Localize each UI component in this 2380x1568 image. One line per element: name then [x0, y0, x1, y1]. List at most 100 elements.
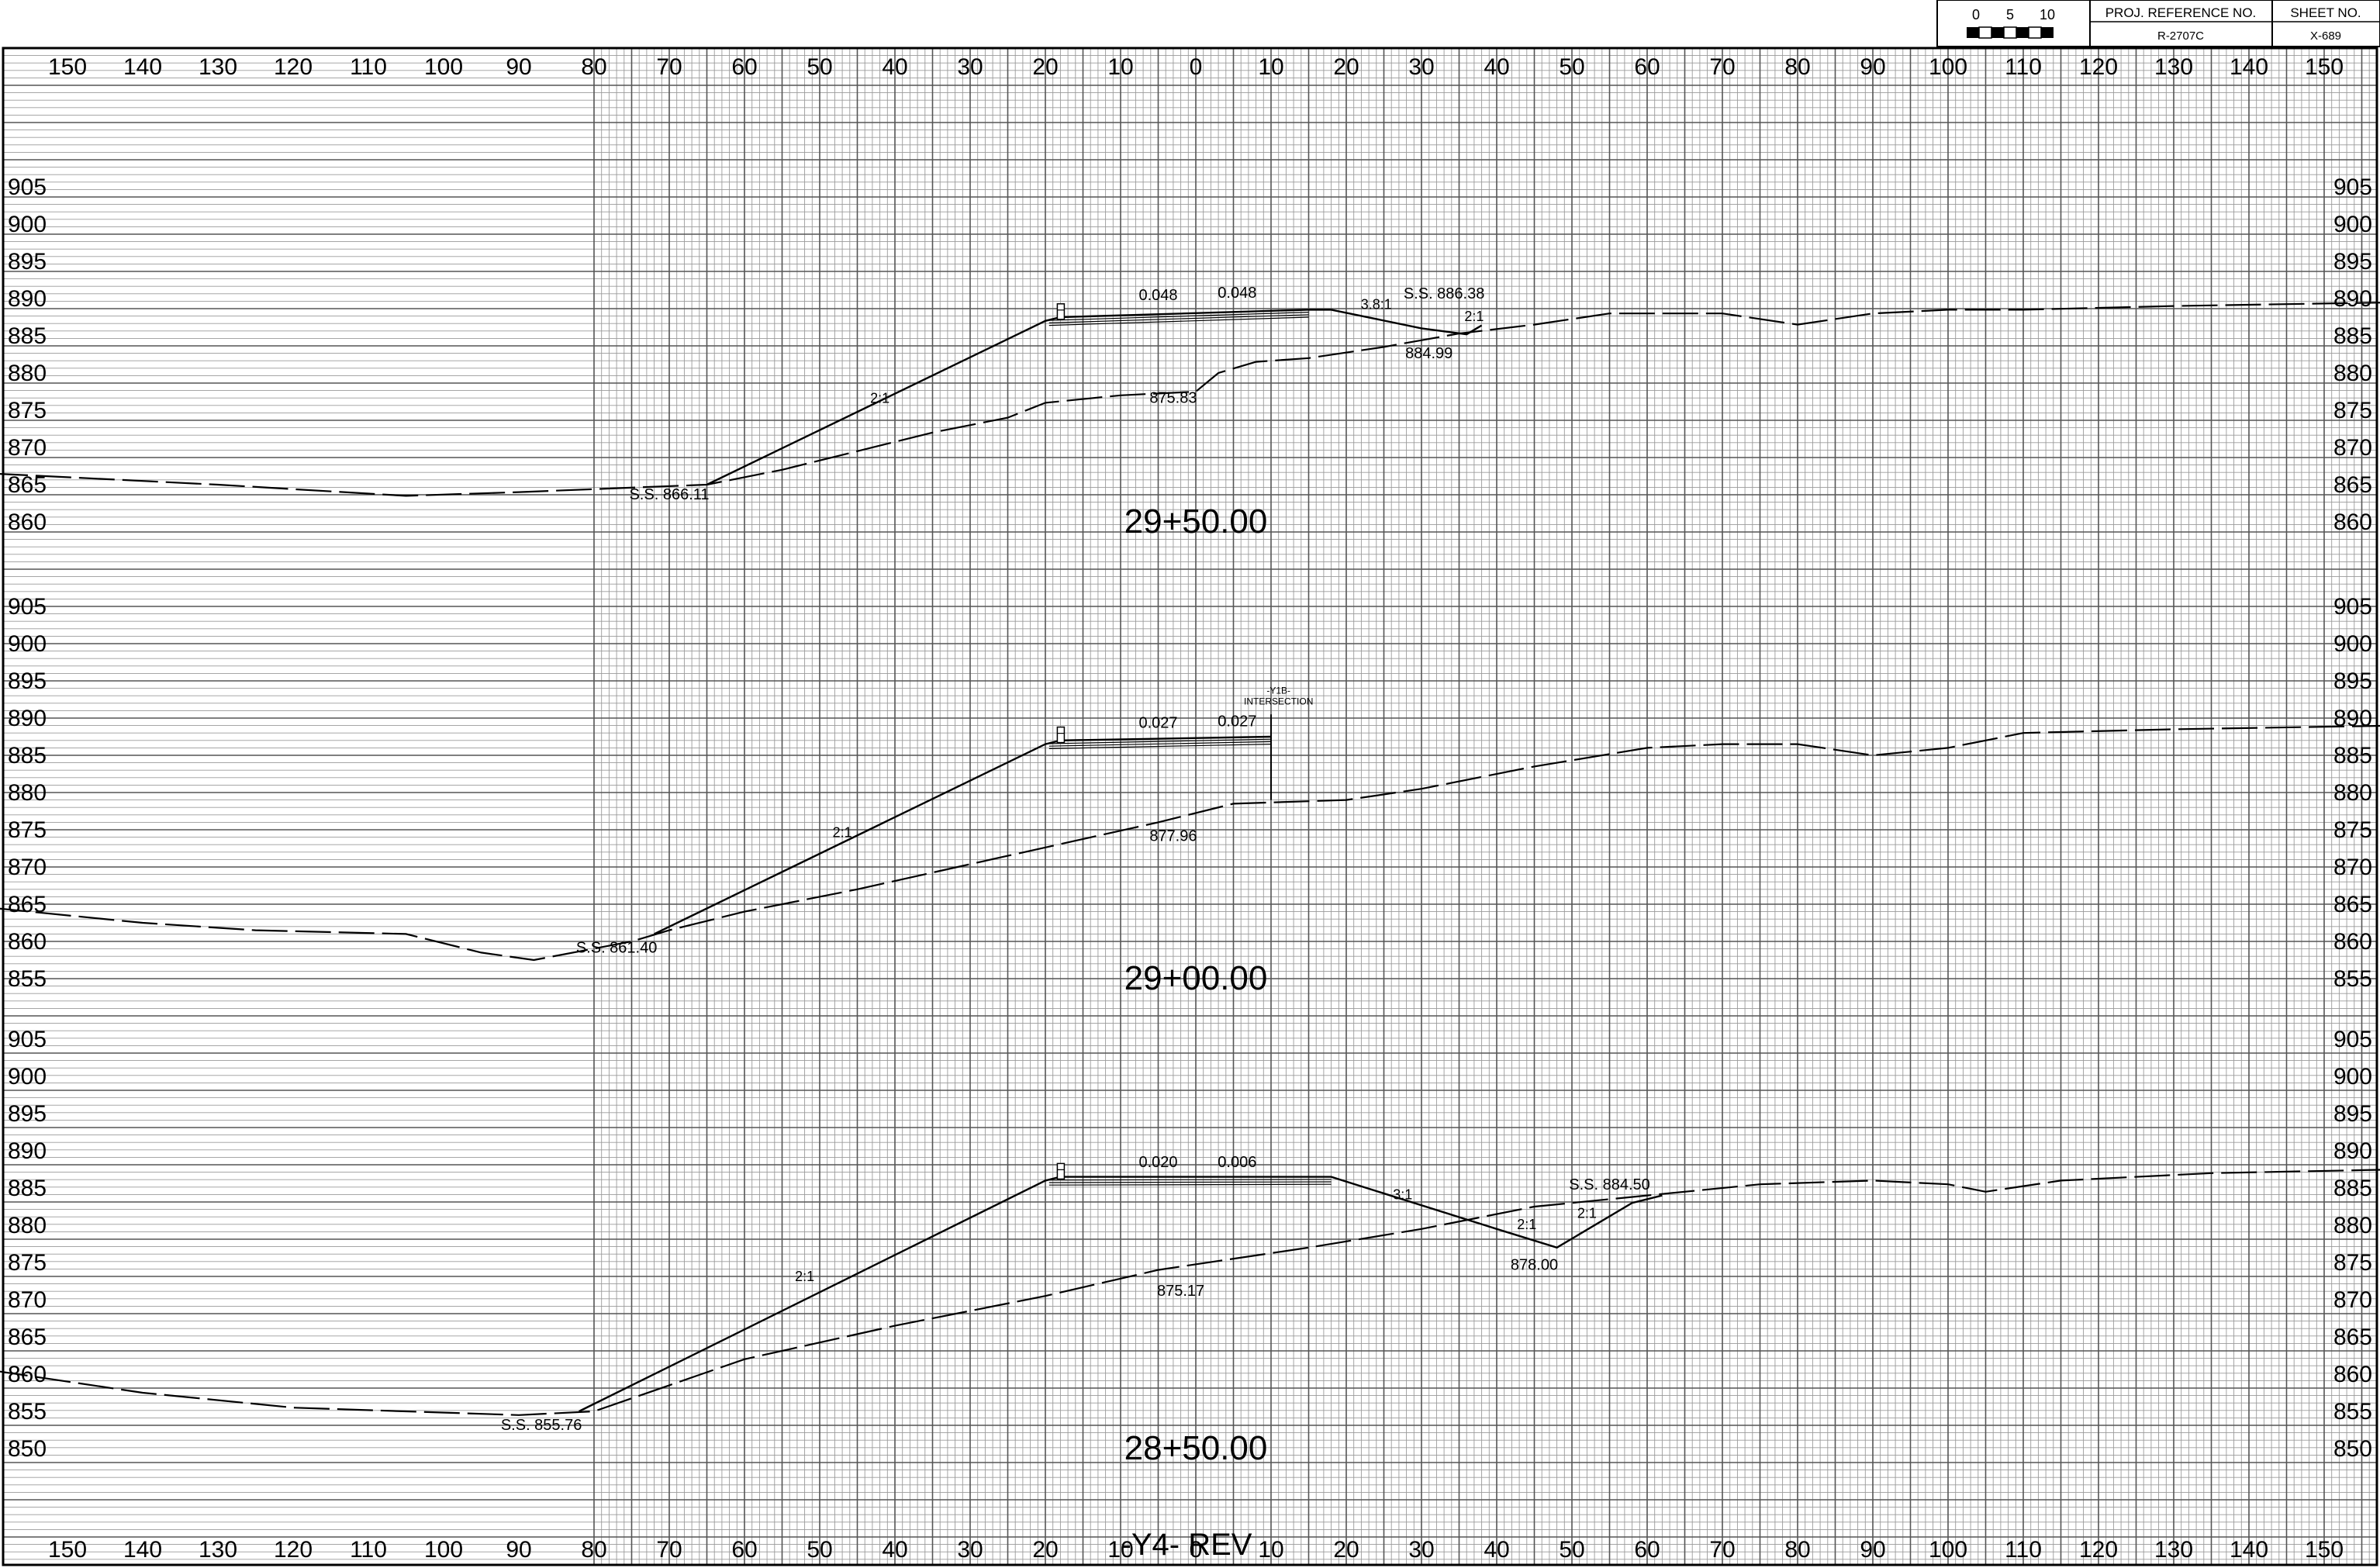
elevation-label: 865 [8, 1325, 47, 1350]
elevation-label: 875 [8, 1250, 47, 1276]
elevation-label: 900 [8, 1064, 47, 1090]
proposed-template-line [706, 309, 1483, 486]
pavement-layer-line [1048, 738, 1272, 744]
offset-label: 140 [2230, 54, 2268, 80]
offset-label: 20 [1333, 1537, 1359, 1563]
offset-label: 80 [581, 1537, 606, 1563]
annotation-label: S.S. 884.50 [1569, 1176, 1650, 1193]
offset-label: 90 [506, 54, 531, 80]
elevation-label: 905 [8, 594, 47, 620]
elevation-label: 870 [2333, 435, 2372, 461]
offset-label: 110 [350, 54, 387, 80]
offset-label: 140 [2230, 1537, 2268, 1563]
elevation-label: 905 [8, 174, 47, 200]
elevation-label: 865 [2333, 1325, 2372, 1350]
elevation-label: 895 [8, 249, 47, 275]
elevation-label: 900 [8, 631, 47, 657]
annotation-label: S.S. 855.76 [501, 1417, 582, 1434]
annotation-label: 875.17 [1157, 1283, 1204, 1300]
offset-label: 70 [656, 1537, 682, 1563]
elevation-label: 875 [8, 817, 47, 843]
offset-label: 50 [807, 54, 832, 80]
elevation-label: 870 [8, 855, 47, 880]
offset-label: 70 [656, 54, 682, 80]
elevation-label: 880 [2333, 361, 2372, 386]
station-label: 29+00.00 [1124, 959, 1268, 997]
offset-label: 110 [2005, 1537, 2042, 1563]
scale-bar [1967, 26, 2054, 39]
scale-number: 10 [2040, 7, 2055, 22]
pavement-layer-line [1048, 314, 1309, 323]
elevation-label: 900 [2333, 1064, 2372, 1090]
station-label: 29+50.00 [1124, 503, 1268, 541]
offset-label: 60 [1634, 54, 1660, 80]
elevation-label: 860 [2333, 929, 2372, 955]
offset-label: 10 [1107, 1537, 1133, 1563]
offset-label: 50 [807, 1537, 832, 1563]
elevation-label: 895 [8, 1101, 47, 1127]
offset-label: 0 [1190, 1537, 1203, 1563]
elevation-label: 885 [2333, 743, 2372, 768]
offset-label: 100 [424, 1537, 463, 1563]
elevation-label: 900 [2333, 212, 2372, 237]
annotation-label: -Y1B- [1266, 685, 1290, 696]
station-label: 28+50.00 [1124, 1429, 1268, 1467]
offset-label: 60 [731, 54, 757, 80]
offset-label: 130 [199, 54, 237, 80]
elevation-label: 870 [2333, 855, 2372, 880]
elevation-label: 885 [8, 743, 47, 768]
proj-reference-header: PROJ. REFERENCE NO. [2105, 5, 2257, 20]
offset-label: 100 [1929, 54, 1967, 80]
annotation-label: 875.83 [1149, 389, 1197, 406]
elevation-label: 875 [2333, 817, 2372, 843]
offset-label: 90 [1860, 1537, 1885, 1563]
sheet-no-value: X-689 [2310, 29, 2341, 43]
elevation-label: 895 [2333, 1101, 2372, 1127]
sheet-label: -Y4- REV [1121, 1528, 1252, 1562]
offset-label: 120 [274, 54, 313, 80]
annotation-label: 878.00 [1511, 1257, 1558, 1274]
elevation-label: 855 [2333, 966, 2372, 992]
pavement-layer-line [1048, 1181, 1332, 1183]
elevation-label: 875 [2333, 398, 2372, 423]
offset-label: 40 [882, 54, 907, 80]
elevation-label: 855 [8, 966, 47, 992]
offset-label: 40 [1484, 1537, 1509, 1563]
annotation-label: 0.006 [1218, 1154, 1256, 1171]
elevation-label: 905 [2333, 174, 2372, 200]
elevation-label: 855 [8, 1399, 47, 1425]
annotation-label: 877.96 [1149, 827, 1197, 844]
offset-label: 140 [123, 1537, 162, 1563]
elevation-label: 900 [2333, 631, 2372, 657]
elevation-label: 870 [2333, 1287, 2372, 1313]
elevation-label: 880 [8, 780, 47, 806]
offset-label: 150 [48, 1537, 87, 1563]
title-block: 0 5 10 PROJ. REFERENCE NO. R-2707C SHEET… [1936, 0, 2380, 47]
offset-label: 40 [1484, 54, 1509, 80]
offset-label: 150 [48, 54, 87, 80]
annotation-label: 0.027 [1218, 713, 1256, 730]
elevation-label: 905 [8, 1027, 47, 1052]
offset-label: 120 [2079, 54, 2118, 80]
pavement-layer-line [1048, 312, 1309, 321]
offset-axis-labels: 1501501401401301301201201101101001009090… [48, 54, 2344, 1563]
offset-label: 10 [1107, 54, 1133, 80]
pavement-layer-line [1048, 1179, 1332, 1181]
annotation-label: 3:1 [1393, 1186, 1412, 1202]
minor-grid-lines [3, 48, 2378, 1565]
pavement-layer-line [1048, 1183, 1332, 1186]
annotation-label: 2:1 [870, 390, 889, 406]
guardrail-symbol [1056, 1162, 1066, 1180]
elevation-label: 860 [8, 509, 47, 535]
offset-label: 0 [1190, 54, 1203, 80]
annotation-label: 884.99 [1405, 345, 1453, 362]
guardrail-symbol [1056, 303, 1066, 320]
existing-ground-line [0, 302, 2380, 497]
existing-ground-line [0, 724, 2380, 962]
offset-label: 80 [1784, 54, 1810, 80]
annotation-label: 2:1 [833, 825, 852, 841]
annotation-label: 2:1 [1577, 1205, 1597, 1221]
annotation-label: 2:1 [1517, 1217, 1536, 1232]
